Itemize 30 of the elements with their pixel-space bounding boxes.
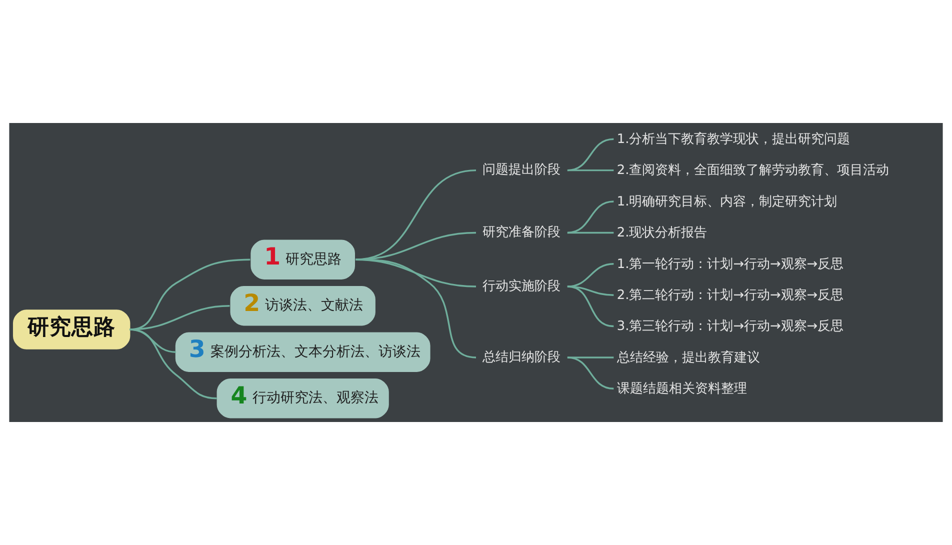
node-text: 研究准备阶段: [482, 225, 560, 240]
node-box: 1 研究思路: [250, 240, 355, 280]
connector: [567, 138, 614, 172]
node-box: 3 案例分析法、文本分析法、访谈法: [175, 332, 430, 372]
connector: [567, 356, 614, 358]
node-text: 3.第三轮行动：计划→行动→观察→反思: [616, 319, 844, 334]
node-text: 1.分析当下教育教学现状，提出研究问题: [616, 132, 850, 148]
node-text: 课题结题相关资料整理: [616, 382, 747, 397]
node-text: 2.查阅资料，全面细致了解劳动教育、项目活动: [616, 163, 890, 178]
node-box: 4 行动研究法、观察法: [216, 378, 389, 418]
node-text: 1.第一轮行动：计划→行动→观察→反思: [616, 256, 844, 272]
node-text: 1.明确研究目标、内容，制定研究计划: [616, 194, 838, 210]
connector: [567, 200, 614, 234]
connector: [567, 286, 614, 328]
connector: [130, 304, 230, 330]
connector: [567, 232, 614, 234]
node-text: 问题提出阶段: [482, 162, 560, 178]
node-text: 2.第二轮行动：计划→行动→观察→反思: [616, 288, 844, 303]
connector: [567, 169, 614, 172]
node-text: 总结归纳阶段: [482, 350, 560, 365]
node-box: 2 访谈法、文献法: [230, 286, 376, 326]
connector: [567, 356, 614, 390]
node-text: 行动实施阶段: [482, 278, 560, 294]
connector: [356, 258, 476, 358]
connector: [130, 328, 217, 400]
node-text: 2.现状分析报告: [616, 226, 708, 241]
connector: [567, 263, 614, 288]
node-text: 总结经验，提出教育建议: [616, 350, 760, 366]
node-box: 研究思路: [12, 310, 130, 350]
connector: [130, 258, 250, 330]
